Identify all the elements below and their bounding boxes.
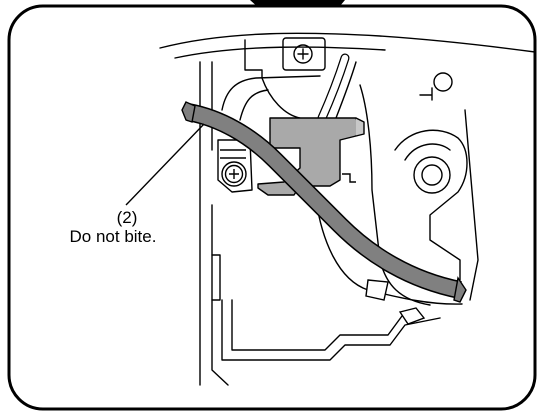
right-housing-inner — [404, 143, 451, 161]
right-knob — [433, 72, 453, 92]
compartment-right-wall — [359, 84, 431, 306]
upper-wire-a-fill — [318, 54, 349, 122]
housing-top-arc-inner — [174, 46, 386, 59]
compartment-outline — [221, 75, 321, 121]
housing-top-arc — [159, 32, 535, 53]
mount-screw-icon — [221, 161, 247, 187]
panel-frame — [7, 4, 537, 411]
top-mount-left — [244, 39, 263, 79]
right-housing — [394, 129, 468, 281]
screw-block — [282, 37, 326, 71]
right-edge-line — [464, 109, 479, 301]
lower-right-bracket — [398, 307, 426, 325]
cable-clip — [342, 173, 356, 183]
cable-sleeve — [365, 279, 389, 301]
compartment-lower — [221, 299, 441, 361]
compartment-lower-inner — [231, 299, 403, 351]
left-rail-notch — [211, 254, 221, 301]
callout-number: (2) — [116, 208, 138, 227]
callout-leader-line — [125, 123, 205, 206]
gray-cable — [181, 101, 467, 303]
top-screw-icon — [293, 44, 313, 64]
upper-wire-b — [335, 61, 357, 119]
callout-text: Do not bite. — [69, 227, 157, 246]
right-round-hole-inner — [421, 164, 443, 186]
top-mount-wire — [261, 77, 301, 119]
right-round-hole-outer — [413, 156, 451, 194]
left-rail-inner-lower — [211, 204, 229, 386]
